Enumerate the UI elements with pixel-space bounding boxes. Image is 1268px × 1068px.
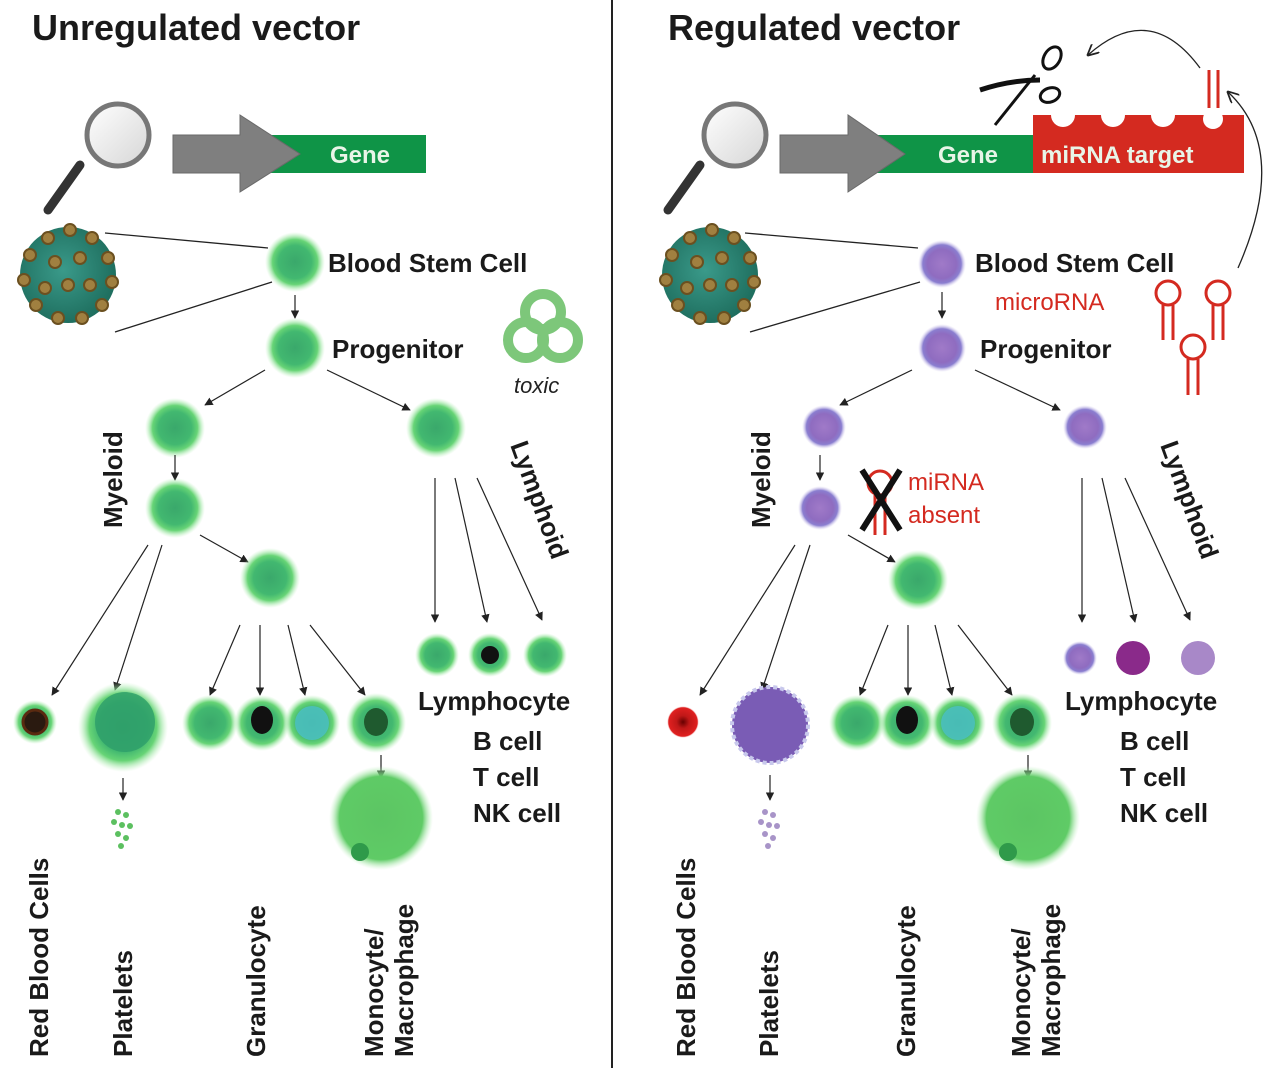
magnifier-icon: [43, 101, 152, 215]
platelets-label: Platelets: [108, 950, 138, 1057]
platelets-cluster: [111, 809, 133, 849]
panel-title: Unregulated vector: [32, 7, 360, 48]
myeloid-cell: [145, 478, 205, 538]
panel-unregulated: Unregulated vector Gene Blood Stem C: [13, 7, 583, 1057]
bound-mirna-loop: [1203, 109, 1223, 129]
b-cell: [1063, 641, 1097, 675]
mirna-absent-icon: [859, 468, 903, 535]
mirna-target-block: [1033, 115, 1244, 173]
nk-cell-label: NK cell: [1120, 798, 1208, 828]
progenitor-cell: [918, 324, 966, 372]
macrophage-cell: [976, 766, 1080, 870]
stem-label: Blood Stem Cell: [975, 248, 1174, 278]
b-cell-label: B cell: [473, 726, 542, 756]
toxic-label: toxic: [514, 373, 559, 398]
gene-label: Gene: [938, 142, 998, 169]
nk-cell: [1181, 641, 1215, 675]
scissors-icon: [979, 45, 1063, 126]
stem-label: Blood Stem Cell: [328, 248, 527, 278]
granulocyte-label: Granulocyte: [891, 905, 921, 1057]
promoter-arrow: [172, 114, 301, 193]
virus-icon: [659, 223, 761, 325]
granulocyte-progenitor-cell: [240, 548, 300, 608]
progenitor-cell: [265, 318, 325, 378]
lymphocyte-label: Lymphocyte: [418, 686, 570, 716]
lymphoid-progenitor-cell: [1063, 405, 1107, 449]
vector-construct: Gene: [172, 114, 426, 193]
b-cell: [415, 633, 459, 677]
microrna-hairpin-icons: [1154, 279, 1232, 395]
platelets-cluster: [758, 809, 780, 849]
progenitor-label: Progenitor: [332, 334, 463, 364]
macrophage-label: Macrophage: [389, 904, 419, 1057]
macrophage-cell: [329, 766, 433, 870]
nk-cell-label: NK cell: [473, 798, 561, 828]
myeloid-label: Myeloid: [746, 431, 776, 528]
myeloid-cell: [798, 486, 842, 530]
megakaryocyte-cell: [730, 685, 810, 765]
neutrophil-cell: [829, 695, 885, 751]
rbc-label: Red Blood Cells: [24, 858, 54, 1057]
nk-cell: [523, 633, 567, 677]
mirna-absent-line1: miRNA: [908, 469, 984, 496]
neutrophil-cell: [182, 695, 238, 751]
lymphoid-label: Lymphoid: [504, 437, 574, 563]
myeloid-progenitor-cell: [802, 405, 846, 449]
progenitor-label: Progenitor: [980, 334, 1111, 364]
rbc-label: Red Blood Cells: [671, 858, 701, 1057]
gene-label: Gene: [330, 142, 390, 169]
panel-regulated: Regulated vector Gene miRNA target: [659, 7, 1263, 1057]
monocyte-label: Monocyte/: [1006, 928, 1036, 1057]
panel-title: Regulated vector: [668, 7, 960, 48]
myeloid-label: Myeloid: [98, 431, 128, 528]
promoter-arrow: [779, 114, 906, 193]
stem-cell: [265, 232, 325, 292]
virus-icon: [17, 223, 119, 325]
b-cell-label: B cell: [1120, 726, 1189, 756]
vector-construct: Gene miRNA target: [779, 70, 1244, 193]
macrophage-label: Macrophage: [1036, 904, 1066, 1057]
granulocyte-label: Granulocyte: [241, 905, 271, 1057]
biohazard-icon: [503, 289, 583, 363]
t-cell-label: T cell: [473, 762, 539, 792]
myeloid-progenitor-cell: [145, 398, 205, 458]
mirna-absent-line2: absent: [908, 502, 980, 529]
t-cell-label: T cell: [1120, 762, 1186, 792]
microrna-label: microRNA: [995, 289, 1104, 316]
t-cell: [1116, 641, 1150, 675]
lymphoid-progenitor-cell: [406, 398, 466, 458]
monocyte-label: Monocyte/: [359, 928, 389, 1057]
magnifier-icon: [663, 101, 769, 215]
platelets-label: Platelets: [754, 950, 784, 1057]
lymphocyte-label: Lymphocyte: [1065, 686, 1217, 716]
lymphoid-label: Lymphoid: [1154, 437, 1224, 563]
stem-cell: [918, 240, 966, 288]
red-blood-cell: [667, 706, 699, 738]
mirna-target-label: miRNA target: [1041, 142, 1193, 169]
granulocyte-progenitor-cell: [888, 550, 948, 610]
